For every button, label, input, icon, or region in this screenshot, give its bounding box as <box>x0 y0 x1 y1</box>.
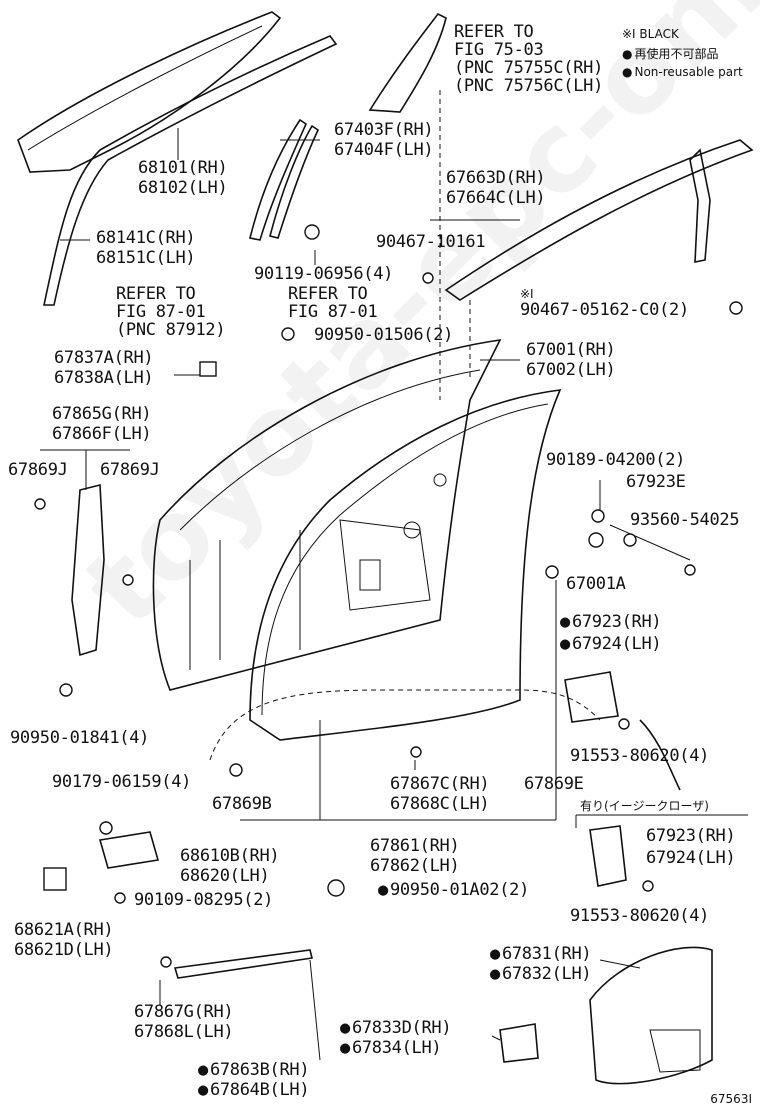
label-refer-87a-3[interactable]: (PNC 87912) <box>116 320 226 340</box>
label-refer-87b-1[interactable]: REFER TO <box>288 284 368 304</box>
label-refer-75-3[interactable]: (PNC 75755C(RH) <box>454 58 604 78</box>
label-68101[interactable]: 68101(RH) <box>138 158 228 178</box>
label-68621a[interactable]: 68621A(RH) <box>14 920 114 940</box>
label-67923e[interactable]: 67923E <box>626 472 686 492</box>
striker <box>564 671 619 723</box>
label-93560-54025[interactable]: 93560-54025 <box>630 510 740 530</box>
label-67831[interactable]: 67831(RH) <box>490 944 592 964</box>
label-90467-mark: ※I <box>520 287 534 301</box>
label-90109-08295[interactable]: 90109-08295(2) <box>134 890 274 910</box>
label-67866f[interactable]: 67866F(LH) <box>52 424 152 444</box>
label-refer-75-4[interactable]: (PNC 75756C(LH) <box>454 76 604 96</box>
label-67864b[interactable]: 67864B(LH) <box>198 1080 310 1100</box>
label-67867g[interactable]: 67867G(RH) <box>134 1002 234 1022</box>
label-67923-rh-a[interactable]: 67923(RH) <box>560 612 662 632</box>
sound-pad <box>499 1023 539 1063</box>
label-67001[interactable]: 67001(RH) <box>526 340 616 360</box>
label-67663d[interactable]: 67663D(RH) <box>446 168 546 188</box>
label-67862[interactable]: 67862(LH) <box>370 856 460 876</box>
door-weatherstrip <box>249 389 562 741</box>
label-90189-04200[interactable]: 90189-04200(2) <box>546 450 686 470</box>
label-90950-01a02[interactable]: 90950-01A02(2) <box>378 880 529 900</box>
fasteners <box>34 224 743 968</box>
pillar-moulding <box>249 118 308 241</box>
glass-run <box>43 35 338 306</box>
legend-non-reusable-jp: 再使用不可部品 <box>622 46 718 62</box>
label-easy-closer: 有り(イージークローザ) <box>580 799 709 813</box>
legend-non-reusable-en: Non-reusable part <box>622 64 742 80</box>
label-68141c[interactable]: 68141C(RH) <box>96 228 196 248</box>
direction-arrow <box>639 719 681 791</box>
outer-weatherstrip <box>444 139 754 301</box>
label-refer-75-2[interactable]: FIG 75-03 <box>454 40 544 60</box>
label-67924-lh-a[interactable]: 67924(LH) <box>560 634 662 654</box>
label-67869e[interactable]: 67869E <box>524 774 584 794</box>
label-refer-87b-2[interactable]: FIG 87-01 <box>288 302 378 322</box>
legend-black: ※I BLACK <box>622 27 679 41</box>
label-67869b[interactable]: 67869B <box>212 794 272 814</box>
label-68102[interactable]: 68102(LH) <box>138 178 228 198</box>
label-91553-80620-b[interactable]: 91553-80620(4) <box>570 906 710 926</box>
label-67404f[interactable]: 67404F(LH) <box>334 140 434 160</box>
label-67869j-right[interactable]: 67869J <box>100 460 160 480</box>
door-glass <box>17 11 282 173</box>
label-91553-80620-a[interactable]: 91553-80620(4) <box>570 746 710 766</box>
label-68620[interactable]: 68620(LH) <box>180 866 270 886</box>
figure-number: 67563I <box>710 1092 752 1106</box>
label-67832[interactable]: 67832(LH) <box>490 964 592 984</box>
belt-moulding <box>173 949 313 979</box>
label-90467-05162[interactable]: 90467-05162-C0(2) <box>520 300 689 320</box>
service-hole-cover <box>589 946 713 1085</box>
label-67664c[interactable]: 67664C(LH) <box>446 188 546 208</box>
label-67837a[interactable]: 67837A(RH) <box>54 348 154 368</box>
label-67868l[interactable]: 67868L(LH) <box>134 1022 234 1042</box>
leader-lines <box>40 128 748 1061</box>
label-67861[interactable]: 67861(RH) <box>370 836 460 856</box>
label-67403f[interactable]: 67403F(RH) <box>334 120 434 140</box>
label-refer-87a-1[interactable]: REFER TO <box>116 284 196 304</box>
label-67923-rh-b[interactable]: 67923(RH) <box>646 826 736 846</box>
label-68621d[interactable]: 68621D(LH) <box>14 940 114 960</box>
label-67868c[interactable]: 67868C(LH) <box>390 794 490 814</box>
label-68610b[interactable]: 68610B(RH) <box>180 846 280 866</box>
label-67838a[interactable]: 67838A(LH) <box>54 368 154 388</box>
label-67865g[interactable]: 67865G(RH) <box>52 404 152 424</box>
hinge-reinforcement <box>71 483 105 657</box>
label-67833d[interactable]: 67833D(RH) <box>340 1018 452 1038</box>
door-check <box>98 831 160 869</box>
label-67924-lh-b[interactable]: 67924(LH) <box>646 848 736 868</box>
label-67863b[interactable]: 67863B(RH) <box>198 1060 310 1080</box>
label-68151c[interactable]: 68151C(LH) <box>96 248 196 268</box>
label-refer-87a-2[interactable]: FIG 87-01 <box>116 302 206 322</box>
label-90467-10161[interactable]: 90467-10161 <box>376 232 486 252</box>
label-67869j-left[interactable]: 67869J <box>8 460 68 480</box>
label-67001a[interactable]: 67001A <box>566 574 626 594</box>
label-90119-06956[interactable]: 90119-06956(4) <box>254 264 394 284</box>
label-90179-06159[interactable]: 90179-06159(4) <box>52 772 192 792</box>
label-refer-75-1[interactable]: REFER TO <box>454 22 534 42</box>
label-67002[interactable]: 67002(LH) <box>526 360 616 380</box>
label-90950-01841[interactable]: 90950-01841(4) <box>10 728 150 748</box>
division-bar <box>368 12 447 113</box>
label-67867c[interactable]: 67867C(RH) <box>390 774 490 794</box>
label-67834[interactable]: 67834(LH) <box>340 1038 442 1058</box>
label-90950-01506[interactable]: 90950-01506(2) <box>314 325 454 345</box>
door-panel <box>152 338 502 691</box>
